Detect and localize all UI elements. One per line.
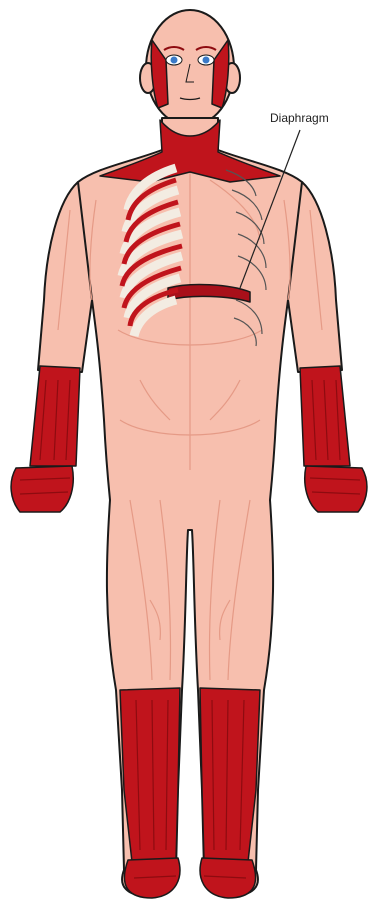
right-iris	[203, 57, 210, 64]
left-foot	[124, 858, 179, 898]
right-foot	[200, 858, 255, 898]
right-hand	[305, 466, 367, 512]
left-iris	[171, 57, 178, 64]
right-forearm-muscle	[300, 366, 350, 466]
diaphragm-label: Diaphragm	[270, 111, 329, 125]
left-hand	[11, 466, 73, 512]
right-lower-leg-muscle	[200, 688, 260, 862]
left-lower-leg-muscle	[120, 688, 180, 862]
